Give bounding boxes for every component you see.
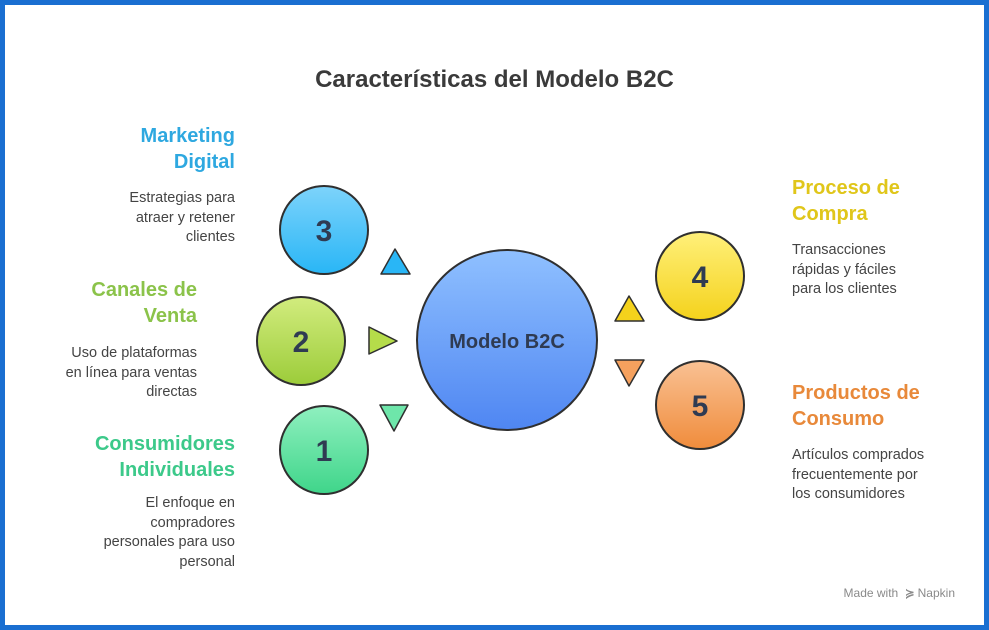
arrow-4-icon: [614, 295, 645, 322]
item-4-desc-line: Transacciones: [792, 242, 886, 258]
item-2-description: Uso de plataformas en línea para ventas …: [66, 344, 197, 403]
item-1-desc-line: compradores: [150, 514, 235, 531]
item-1-title-line2: Individuales: [119, 459, 235, 481]
item-5-desc-line: frecuentemente por: [792, 466, 918, 483]
item-3-title-line1: Marketing: [140, 125, 235, 147]
center-label: Modelo B2C: [449, 331, 565, 353]
watermark-brand: Napkin: [917, 586, 955, 600]
circle-4: [655, 231, 745, 321]
item-4-title-line2: Compra: [792, 203, 868, 225]
diagram-title: Características del Modelo B2C: [315, 66, 674, 93]
item-1-desc-line: El enfoque en: [145, 495, 236, 511]
item-3-desc-line: atraer y retener: [135, 209, 235, 226]
item-4-title-line1: Proceso de: [792, 177, 900, 199]
item-2-desc-line: en línea para ventas: [65, 364, 197, 381]
item-5-title-line1: Productos de: [792, 382, 920, 404]
circle-3-number: 3: [316, 215, 333, 248]
arrow-3-icon: [380, 248, 411, 275]
circle-4-number: 4: [692, 261, 709, 294]
item-3-title-line2: Digital: [173, 151, 235, 173]
arrow-2-icon: [368, 326, 398, 355]
item-5-desc-line: Artículos comprados: [792, 447, 925, 463]
arrow-1-icon: [379, 404, 409, 432]
item-3-title: Marketing Digital: [141, 123, 235, 175]
item-5-desc-line: los consumidores: [792, 486, 905, 502]
item-2-title-line2: Venta: [143, 305, 197, 327]
item-3-desc-line: clientes: [185, 229, 235, 245]
item-3-desc-line: Estrategias para: [129, 190, 235, 206]
item-2-desc-line: Uso de plataformas: [71, 345, 197, 361]
circle-5: [655, 360, 745, 450]
arrow-5-icon: [614, 359, 645, 387]
item-5-title: Productos de Consumo: [792, 380, 920, 432]
item-5-description: Artículos comprados frecuentemente por l…: [792, 446, 924, 505]
item-2-title: Canales de Venta: [91, 277, 197, 329]
circle-1: [279, 405, 369, 495]
circle-2-number: 2: [293, 326, 310, 359]
item-4-desc-line: para los clientes: [792, 281, 897, 297]
item-5-title-line2: Consumo: [792, 408, 885, 430]
item-1-title-line1: Consumidores: [94, 433, 235, 455]
item-1-title: Consumidores Individuales: [95, 431, 235, 483]
napkin-watermark: Made with ≽Napkin: [844, 586, 955, 600]
item-1-desc-line: personal: [179, 553, 235, 570]
item-4-desc-line: rápidas y fáciles: [792, 261, 896, 278]
circle-2: [256, 296, 346, 386]
item-4-title: Proceso de Compra: [792, 175, 900, 227]
item-2-title-line1: Canales de: [91, 279, 197, 301]
circle-5-number: 5: [692, 390, 709, 423]
item-2-desc-line: directas: [146, 384, 197, 400]
napkin-logo-icon: ≽: [904, 586, 915, 600]
item-1-desc-line: personales para uso: [103, 534, 235, 550]
item-1-description: El enfoque en compradores personales par…: [104, 494, 235, 572]
item-3-description: Estrategias para atraer y retener client…: [129, 189, 235, 248]
item-4-description: Transacciones rápidas y fáciles para los…: [792, 241, 897, 300]
circle-3: [279, 185, 369, 275]
center-circle: [416, 249, 598, 431]
circle-1-number: 1: [316, 435, 333, 468]
watermark-prefix: Made with: [843, 586, 899, 600]
